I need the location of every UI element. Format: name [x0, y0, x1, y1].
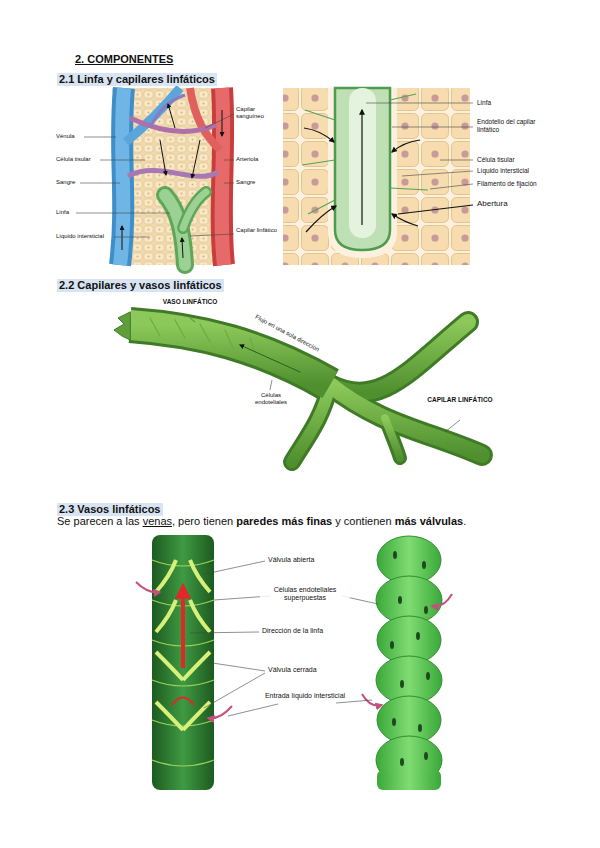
- part-label: Capilar linfático: [236, 227, 278, 234]
- leader-lines: [190, 318, 460, 432]
- part-label: Filamento de fijación: [477, 180, 537, 188]
- label-slot: Entrada líquido intersticial: [260, 692, 350, 700]
- label-slot: Capilar linfático: [236, 227, 278, 234]
- part-label: Líquido intersticial: [56, 233, 104, 240]
- part-label: Válvula cerrada: [268, 666, 317, 674]
- part-label: Linfa: [56, 209, 69, 216]
- part-label: Entrada líquido intersticial: [260, 692, 350, 700]
- label-slot: Dirección de la linfa: [262, 627, 323, 635]
- section-heading: 2.2 Capilares y vasos linfáticos: [57, 279, 224, 292]
- title-slot: 2. COMPONENTES: [75, 53, 173, 66]
- part-label: Abertura: [477, 199, 508, 209]
- label-slot: CAPILAR LINFÁTICO: [425, 396, 495, 404]
- body-fragment: paredes más finas: [236, 515, 332, 527]
- part-label: Endotelio del capilar linfático: [477, 118, 543, 134]
- part-label: Capilar sanguíneo: [236, 106, 278, 120]
- leader-lines: [366, 103, 473, 214]
- section-heading: 2.1 Linfa y capilares linfáticos: [57, 73, 217, 86]
- label-slot: Vénula: [56, 133, 75, 140]
- part-label: Célula tisular: [477, 156, 515, 164]
- label-slot: Arteriola: [236, 156, 258, 163]
- part-label: Sangre: [236, 179, 255, 186]
- label-slot: Abertura: [477, 199, 508, 209]
- section-heading: 2.3 Vasos linfáticos: [57, 503, 163, 516]
- capillary-closeup: [283, 88, 470, 265]
- body-fragment: y contienen: [335, 515, 391, 527]
- valved-vessel: [136, 535, 232, 790]
- label-slot: Sangre: [236, 179, 255, 186]
- endothelial-vessel: [362, 536, 452, 790]
- leader-lines: [76, 114, 234, 237]
- part-label: Válvula abierta: [268, 556, 314, 564]
- part-label: Arteriola: [236, 156, 258, 163]
- label-slot: 2.1 Linfa y capilares linfáticos: [57, 69, 217, 87]
- body-fragment: venas: [143, 515, 172, 527]
- part-label: VASO LINFÁTICO: [160, 298, 220, 306]
- label-slot: VASO LINFÁTICO: [160, 298, 220, 306]
- label-slot: Endotelio del capilar linfático: [477, 118, 543, 134]
- tissue-illustration: [112, 88, 232, 265]
- label-slot: Líquido intersticial: [56, 233, 104, 240]
- body-fragment: más válvulas: [395, 515, 464, 527]
- body-fragment: , pero tienen: [172, 515, 233, 527]
- label-slot: Linfa: [56, 209, 69, 216]
- part-label: Linfa: [477, 99, 491, 107]
- part-label: Sangre: [56, 179, 75, 186]
- body-text: Se parecen a lasvenas, pero tienenparede…: [57, 514, 577, 528]
- part-label: Líquido intersticial: [477, 167, 529, 175]
- label-slot: Filamento de fijación: [477, 180, 537, 188]
- label-slot: Células endoteliales: [246, 392, 296, 406]
- label-slot: 2.3 Vasos linfáticos: [57, 499, 163, 517]
- part-label: Célula tisular: [56, 156, 91, 163]
- label-slot: Linfa: [477, 99, 491, 107]
- label-slot: Capilar sanguíneo: [236, 106, 278, 120]
- label-slot: Células endoteliales superpuestas: [260, 586, 350, 603]
- part-label: Vénula: [56, 133, 75, 140]
- part-label: Células endoteliales superpuestas: [260, 586, 350, 603]
- leader-lines: [190, 561, 378, 716]
- part-label: Dirección de la linfa: [262, 627, 323, 635]
- part-label: Células endoteliales: [246, 392, 296, 406]
- body-fragment: .: [463, 515, 466, 527]
- page-title: 2. COMPONENTES: [75, 53, 173, 66]
- label-slot: Válvula cerrada: [268, 666, 317, 674]
- label-slot: Válvula abierta: [268, 556, 314, 564]
- label-slot: 2.2 Capilares y vasos linfáticos: [57, 275, 224, 293]
- label-slot: Célula tisular: [56, 156, 91, 163]
- label-slot: Líquido intersticial: [477, 167, 529, 175]
- label-slot: Célula tisular: [477, 156, 515, 164]
- part-label: CAPILAR LINFÁTICO: [425, 396, 495, 404]
- label-slot: Sangre: [56, 179, 75, 186]
- body-fragment: Se parecen a las: [57, 515, 140, 527]
